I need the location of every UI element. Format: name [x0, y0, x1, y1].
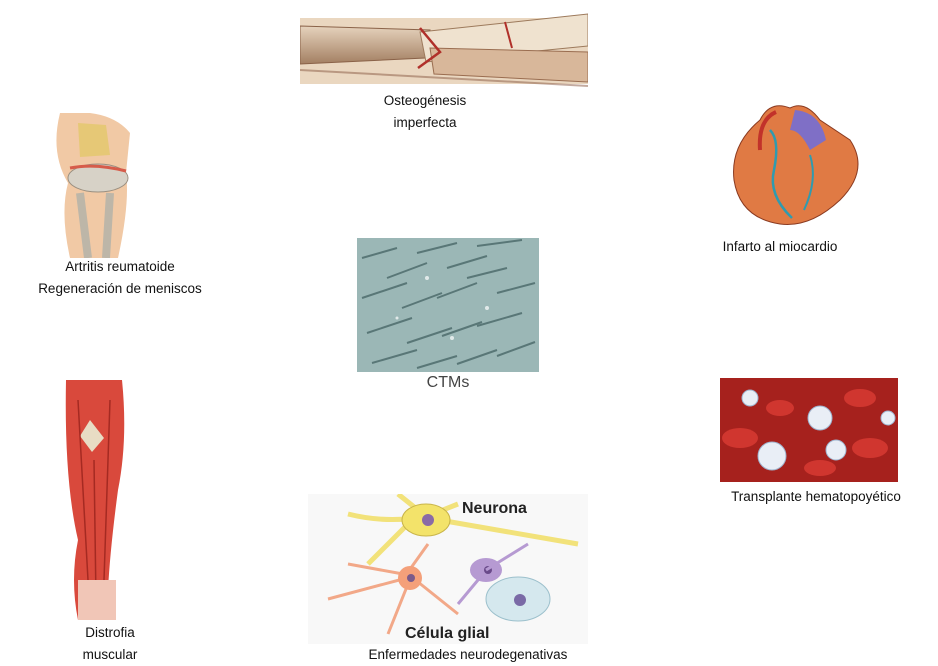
leg-caption-line2: muscular [40, 644, 180, 666]
heart-caption: Infarto al miocardio [690, 236, 870, 258]
leg-image [60, 380, 130, 620]
heart-image [700, 100, 880, 230]
neuron-caption: Enfermedades neurodegenativas [318, 644, 618, 666]
bone-caption-line1: Osteogénesis [340, 90, 510, 112]
bone-image [300, 8, 588, 92]
neuron-image [308, 494, 588, 644]
knee-caption-line1: Artritis reumatoide [0, 256, 240, 278]
blood-caption: Transplante hematopoyético [696, 486, 936, 508]
center-caption: CTMs [357, 372, 539, 394]
leg-caption-line1: Distrofia [40, 622, 180, 644]
blood-cells-image [720, 378, 898, 482]
glial-cell-label: Célula glial [405, 625, 489, 643]
mesenchymal-cells-image [357, 238, 539, 372]
knee-image [40, 113, 140, 258]
neuron-label: Neurona [462, 500, 527, 518]
knee-caption-line2: Regeneración de meniscos [0, 278, 240, 300]
bone-caption-line2: imperfecta [340, 112, 510, 134]
